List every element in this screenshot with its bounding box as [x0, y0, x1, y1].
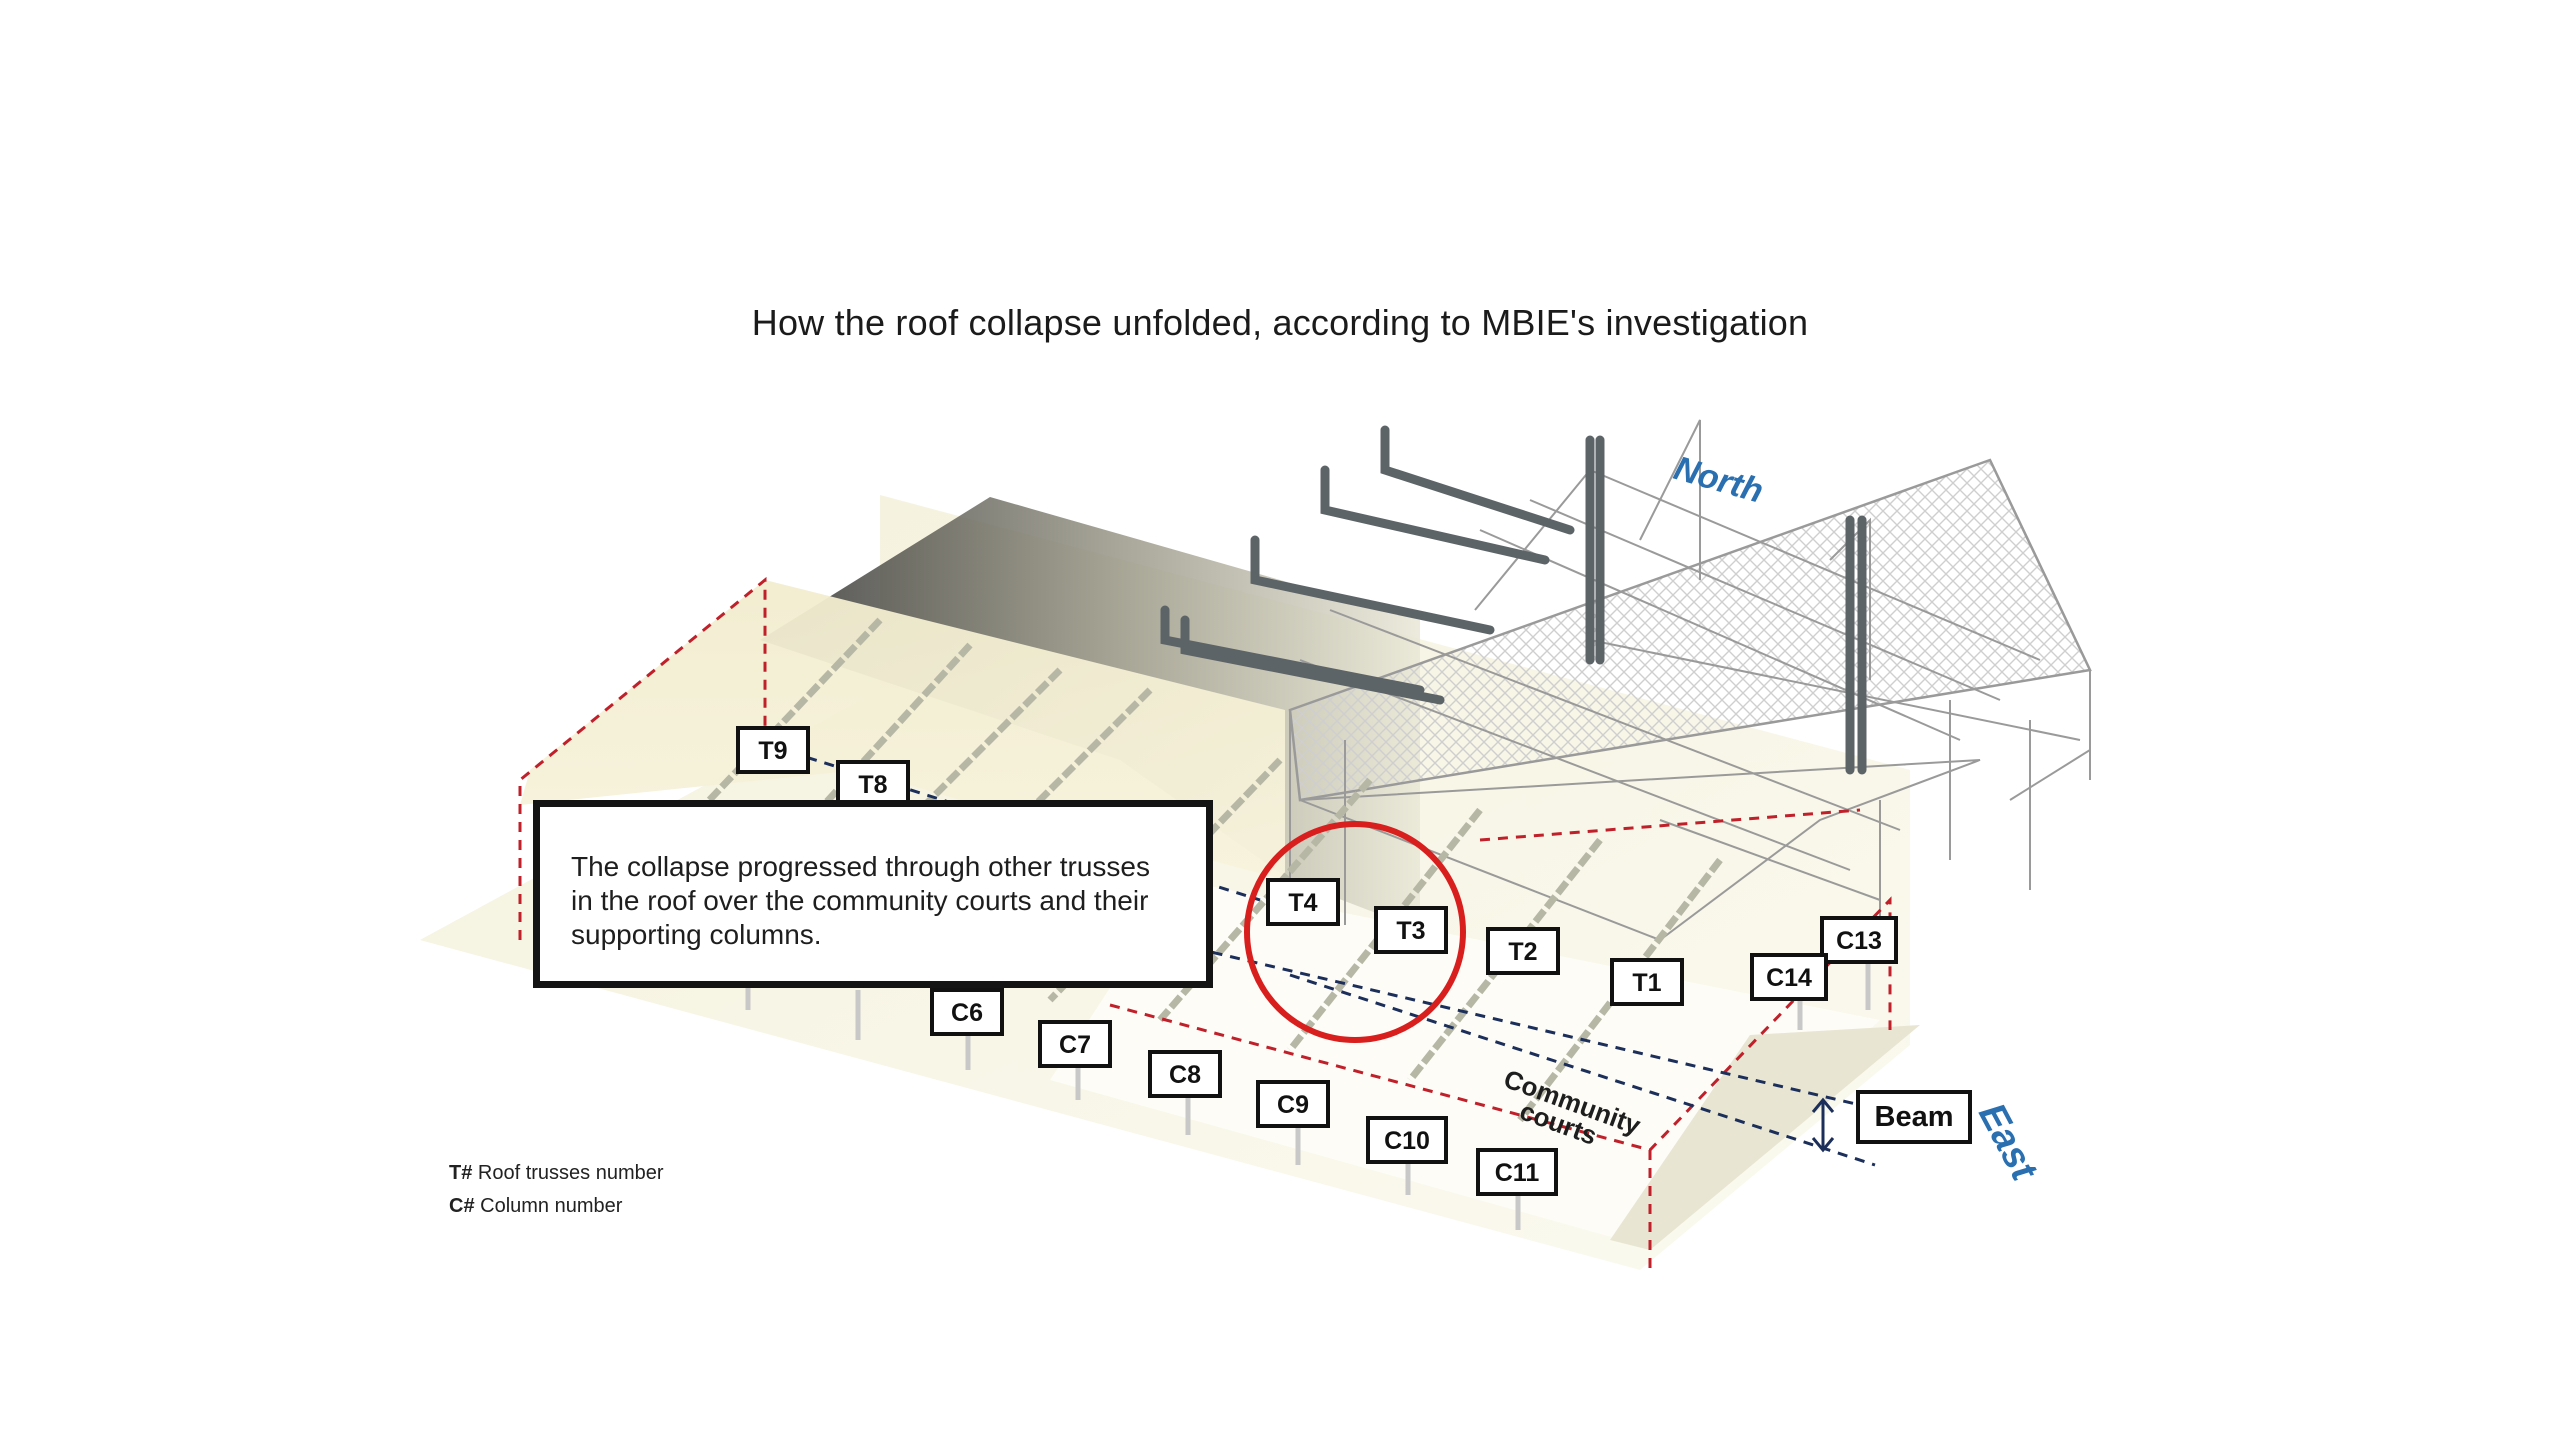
- truss-label: T1: [1610, 958, 1684, 1006]
- label-box: [736, 726, 810, 774]
- label-text: T4: [1288, 889, 1317, 917]
- legend-item-columns: C# Column number: [449, 1195, 622, 1218]
- column-label: C13: [1820, 916, 1898, 964]
- diagram-title: How the roof collapse unfolded, accordin…: [751, 302, 1809, 343]
- column-label: C7: [1038, 1020, 1112, 1068]
- label-box: [1486, 927, 1560, 975]
- column-label: C10: [1366, 1116, 1448, 1164]
- legend-item-trusses: T# Roof trusses number: [449, 1162, 664, 1185]
- beam-line: [789, 750, 1876, 1167]
- column-label: C11: [1476, 1148, 1558, 1196]
- label-box: [930, 988, 1004, 1036]
- label-box: [1266, 878, 1340, 926]
- label-box: [1366, 1116, 1448, 1164]
- label-text: Beam: [1875, 1101, 1954, 1133]
- label-text: C6: [951, 999, 983, 1027]
- column-label: C14: [1750, 953, 1828, 1001]
- label-box: [1750, 953, 1828, 1001]
- label-text: T1: [1632, 969, 1661, 997]
- label-box: [1374, 906, 1448, 954]
- red-dashed-outline: [518, 576, 1892, 1270]
- label-box: [1856, 1090, 1972, 1144]
- label-text: C7: [1059, 1031, 1091, 1059]
- label-box: [836, 760, 910, 808]
- legend-text: Column number: [474, 1195, 623, 1217]
- label-box: [1256, 1080, 1330, 1128]
- label-text: T8: [858, 771, 887, 799]
- east-label: East: [1970, 1097, 2045, 1189]
- label-text: T3: [1396, 917, 1425, 945]
- label-box: [1148, 1050, 1222, 1098]
- label-text: C9: [1277, 1091, 1309, 1119]
- standing-truss-frame: [1288, 419, 2092, 960]
- label-text: C14: [1766, 964, 1812, 992]
- label-text: C10: [1384, 1127, 1430, 1155]
- label-box: [1820, 916, 1898, 964]
- truss-label: T8: [836, 760, 910, 808]
- label-text: C8: [1169, 1061, 1201, 1089]
- label-box: [1610, 958, 1684, 1006]
- label-box: [1038, 1020, 1112, 1068]
- beam-label: Beam: [1856, 1090, 1972, 1144]
- beam-height-arrow: [1811, 1097, 1835, 1153]
- highlight-circle: [1244, 821, 1466, 1043]
- label-box: [1476, 1148, 1558, 1196]
- column-label: C8: [1148, 1050, 1222, 1098]
- label-text: C13: [1836, 927, 1882, 955]
- column-label: C9: [1256, 1080, 1330, 1128]
- legend-key: C#: [449, 1195, 475, 1217]
- truss-label: T4: [1266, 878, 1340, 926]
- label-text: C11: [1495, 1159, 1540, 1187]
- north-label: North: [1670, 449, 1768, 511]
- steel-columns: [1160, 425, 1867, 775]
- truss-label: T3: [1374, 906, 1448, 954]
- column-label: C6: [930, 988, 1004, 1036]
- legend-text: Roof trusses number: [472, 1162, 664, 1184]
- label-text: T9: [758, 737, 787, 765]
- floor-edge: [1610, 1025, 1920, 1250]
- legend-key: T#: [449, 1162, 473, 1184]
- label-text: T2: [1508, 938, 1537, 966]
- truss-label: T9: [736, 726, 810, 774]
- callout-box: The collapse progressed through other tr…: [533, 800, 1213, 988]
- truss-label: T2: [1486, 927, 1560, 975]
